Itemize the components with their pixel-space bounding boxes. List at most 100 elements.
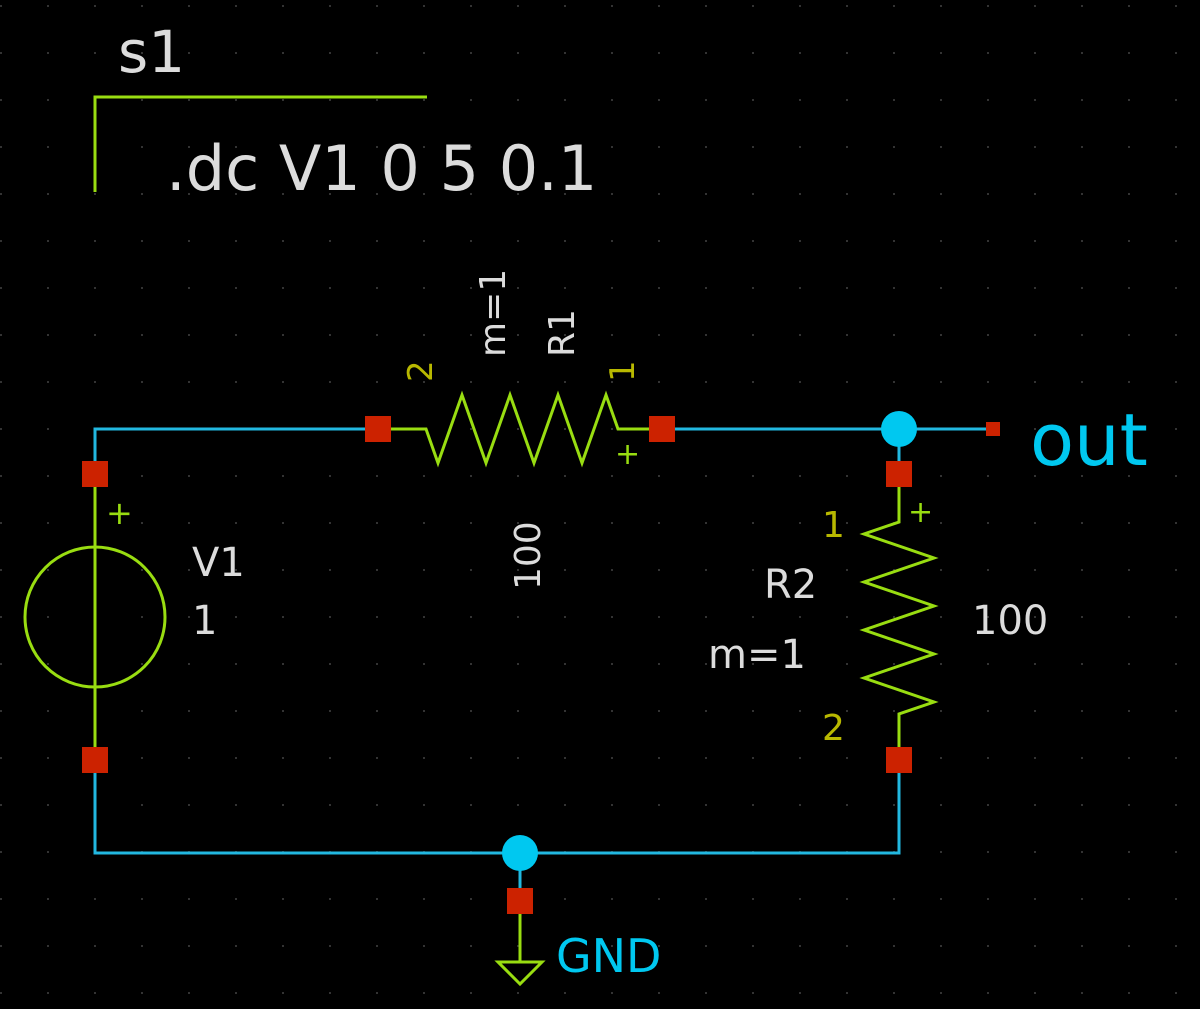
grid-dot <box>940 193 942 195</box>
grid-dot <box>423 146 425 148</box>
grid-dot <box>1175 992 1177 994</box>
r1-pin1-marker[interactable] <box>649 416 675 442</box>
grid-dot <box>940 992 942 994</box>
grid-dot <box>470 992 472 994</box>
grid-dot <box>329 334 331 336</box>
grid-dot <box>517 52 519 54</box>
grid-dot <box>846 945 848 947</box>
out-net-label-group[interactable]: out <box>986 398 1148 482</box>
grid-dot <box>799 381 801 383</box>
r1-value: 100 <box>508 521 549 590</box>
grid-dot <box>1034 381 1036 383</box>
grid-dot <box>611 475 613 477</box>
grid-dot <box>1081 757 1083 759</box>
gnd-net-label: GND <box>556 929 661 983</box>
grid-dot <box>423 992 425 994</box>
grid-dot <box>1128 616 1130 618</box>
grid-dot <box>517 287 519 289</box>
grid-dot <box>705 663 707 665</box>
grid-dot <box>423 898 425 900</box>
grid-dot <box>705 522 707 524</box>
r2-pin1-marker[interactable] <box>886 461 912 487</box>
grid-dot <box>1128 52 1130 54</box>
grid-dot <box>1081 381 1083 383</box>
grid-dot <box>658 5 660 7</box>
grid-dot <box>376 287 378 289</box>
grid-dot <box>94 193 96 195</box>
grid-dot <box>1128 663 1130 665</box>
grid-dot <box>329 240 331 242</box>
grid-dot <box>564 334 566 336</box>
grid-dot <box>47 52 49 54</box>
grid-dot <box>423 757 425 759</box>
grid-dot <box>47 757 49 759</box>
grid-dot <box>705 569 707 571</box>
grid-dot <box>94 287 96 289</box>
grid-dot <box>1081 240 1083 242</box>
grid-dot <box>940 240 942 242</box>
grid-dot <box>846 616 848 618</box>
grid-dot <box>0 616 2 618</box>
grid-dot <box>846 898 848 900</box>
simulation-directive-block[interactable]: s1 .dc V1 0 5 0.1 <box>93 18 597 205</box>
grid-dot <box>1081 569 1083 571</box>
grid-dot <box>423 52 425 54</box>
grid-dot <box>1034 945 1036 947</box>
grid-dot <box>611 52 613 54</box>
grid-dot <box>0 240 2 242</box>
v1-plus-marker[interactable] <box>82 461 108 487</box>
grid-dot <box>47 146 49 148</box>
grid-dot <box>799 475 801 477</box>
junction-ground <box>502 835 538 871</box>
gnd-pin-marker[interactable] <box>507 888 533 914</box>
grid-dot <box>658 334 660 336</box>
grid-dot <box>705 616 707 618</box>
r2-pin2-marker[interactable] <box>886 747 912 773</box>
ground-symbol[interactable]: GND <box>494 912 661 987</box>
grid-dot <box>658 240 660 242</box>
grid-dot <box>1175 146 1177 148</box>
grid-dot <box>47 710 49 712</box>
grid-dot <box>470 945 472 947</box>
grid-dot <box>470 475 472 477</box>
grid-dot <box>705 898 707 900</box>
grid-dot <box>0 381 2 383</box>
grid-dot <box>235 381 237 383</box>
grid-dot <box>235 240 237 242</box>
grid-dot <box>705 804 707 806</box>
resistor-r1[interactable]: 2 1 + m=1 R1 100 <box>378 269 662 590</box>
grid-dot <box>517 240 519 242</box>
grid-dot <box>329 52 331 54</box>
v1-minus-marker[interactable] <box>82 747 108 773</box>
grid-dot <box>611 287 613 289</box>
grid-dot <box>0 99 2 101</box>
voltage-source-v1[interactable]: + V1 1 <box>23 474 245 760</box>
grid-dot <box>517 663 519 665</box>
grid-dot <box>470 757 472 759</box>
grid-dot <box>564 945 566 947</box>
grid-dot <box>893 287 895 289</box>
grid-dot <box>799 992 801 994</box>
grid-dot <box>1128 146 1130 148</box>
out-port-pin <box>986 422 1000 436</box>
grid-dot <box>799 146 801 148</box>
grid-dot <box>1081 945 1083 947</box>
grid-dot <box>188 334 190 336</box>
grid-dot <box>517 757 519 759</box>
grid-dot <box>846 52 848 54</box>
grid-dot <box>1128 287 1130 289</box>
grid-dot <box>329 757 331 759</box>
grid-dot <box>235 287 237 289</box>
grid-dot <box>235 898 237 900</box>
grid-dot <box>47 99 49 101</box>
resistor-r2[interactable]: 1 2 + R2 m=1 100 <box>708 474 1048 760</box>
grid-dot <box>94 240 96 242</box>
grid-dot <box>940 710 942 712</box>
grid-dot <box>658 804 660 806</box>
grid-dot <box>188 381 190 383</box>
grid-dot <box>846 992 848 994</box>
grid-dot <box>188 710 190 712</box>
r1-pin2-marker[interactable] <box>365 416 391 442</box>
